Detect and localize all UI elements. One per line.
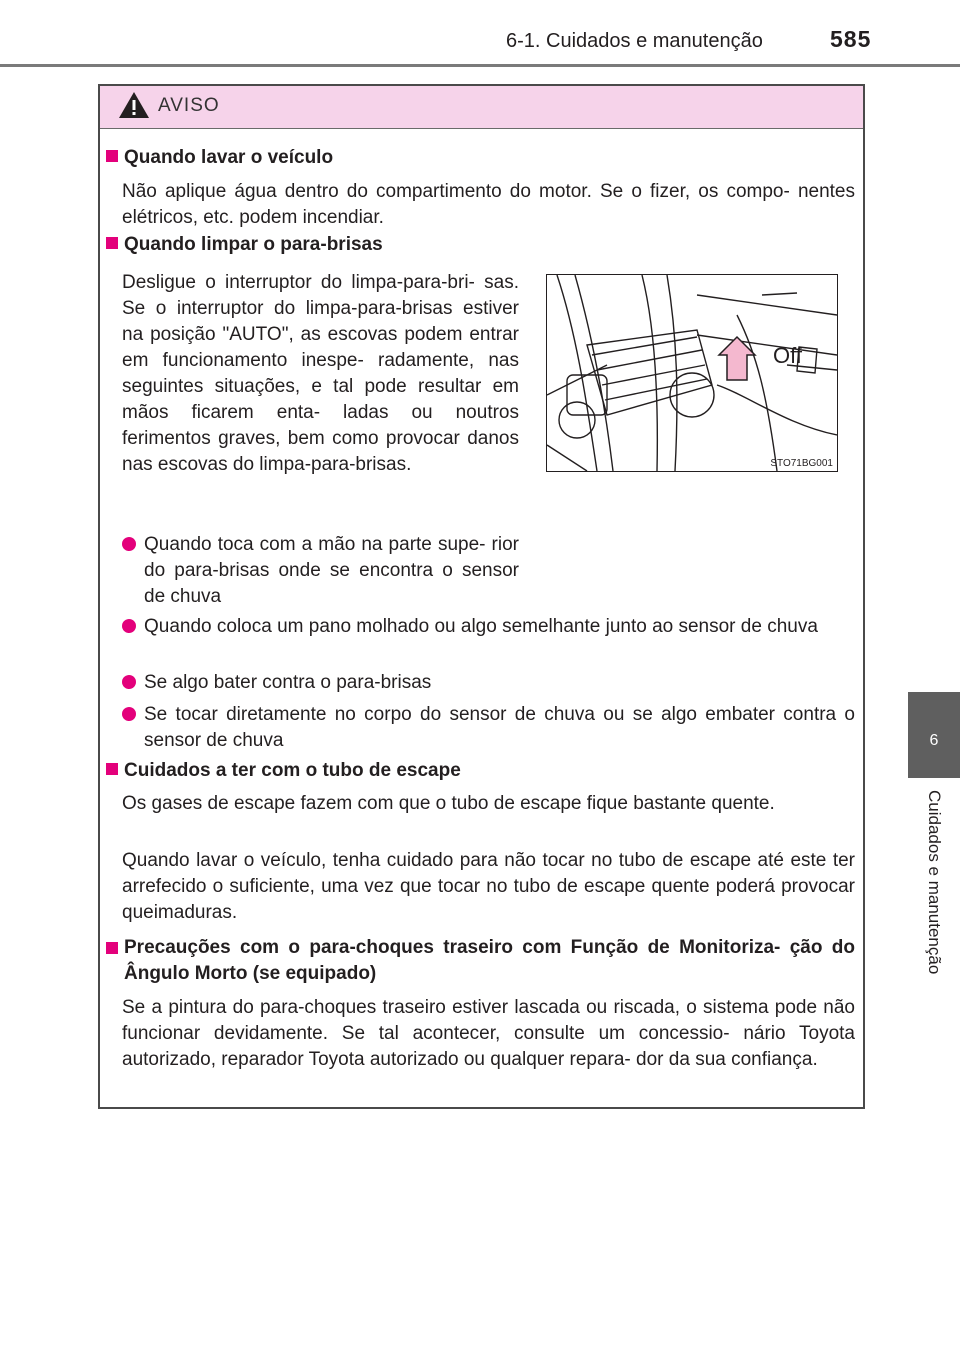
section-title: 6-1. Cuidados e manutenção [506, 30, 763, 52]
wiper-switch-illustration: Off STO71BG001 [546, 274, 838, 472]
warning-title: AVISO [158, 95, 220, 116]
bullet-item: Se tocar diretamente no corpo do sensor … [122, 702, 855, 754]
section-heading-exhaust: Cuidados a ter com o tubo de escape [106, 758, 461, 784]
warning-header: AVISO [100, 86, 863, 129]
paragraph-exhaust-1: Os gases de escape fazem com que o tubo … [122, 793, 775, 814]
figure-code: STO71BG001 [770, 458, 833, 469]
section-heading-bumper: Precauções com o para-choques traseiro c… [106, 935, 855, 987]
paragraph-bumper: Se a pintura do para-choques traseiro es… [122, 997, 855, 1070]
section-heading-windshield: Quando limpar o para-brisas [106, 232, 383, 258]
switch-position-label: Off [773, 343, 802, 368]
wiper-lever-drawing [547, 275, 837, 471]
chapter-label: Cuidados e manutenção [925, 790, 944, 975]
bullet-item: Se algo bater contra o para-brisas [122, 670, 855, 696]
bullet-item: Quando coloca um pano molhado ou algo se… [122, 614, 855, 640]
square-bullet-icon [106, 763, 118, 775]
round-bullet-icon [122, 537, 136, 551]
square-bullet-icon [106, 150, 118, 162]
chapter-tab[interactable]: 6 [908, 692, 960, 778]
header-divider [0, 64, 960, 67]
section-heading-wash: Quando lavar o veículo [106, 145, 333, 171]
round-bullet-icon [122, 707, 136, 721]
round-bullet-icon [122, 675, 136, 689]
page-number: 585 [830, 26, 872, 52]
page-header: 6-1. Cuidados e manutenção 585 [0, 0, 960, 68]
warning-box: AVISO Quando lavar o veículo Não aplique… [98, 84, 865, 1109]
square-bullet-icon [106, 237, 118, 249]
paragraph-windshield: Desligue o interruptor do limpa-para-bri… [122, 272, 519, 475]
warning-triangle-icon [119, 92, 149, 118]
square-bullet-icon [106, 942, 118, 954]
up-arrow-icon [717, 335, 757, 381]
chapter-number: 6 [929, 732, 939, 749]
bullet-item: Quando toca com a mão na parte supe- rio… [122, 532, 519, 610]
paragraph-exhaust-2: Quando lavar o veículo, tenha cuidado pa… [122, 850, 855, 923]
round-bullet-icon [122, 619, 136, 633]
paragraph-wash: Não aplique água dentro do compartimento… [122, 181, 855, 228]
